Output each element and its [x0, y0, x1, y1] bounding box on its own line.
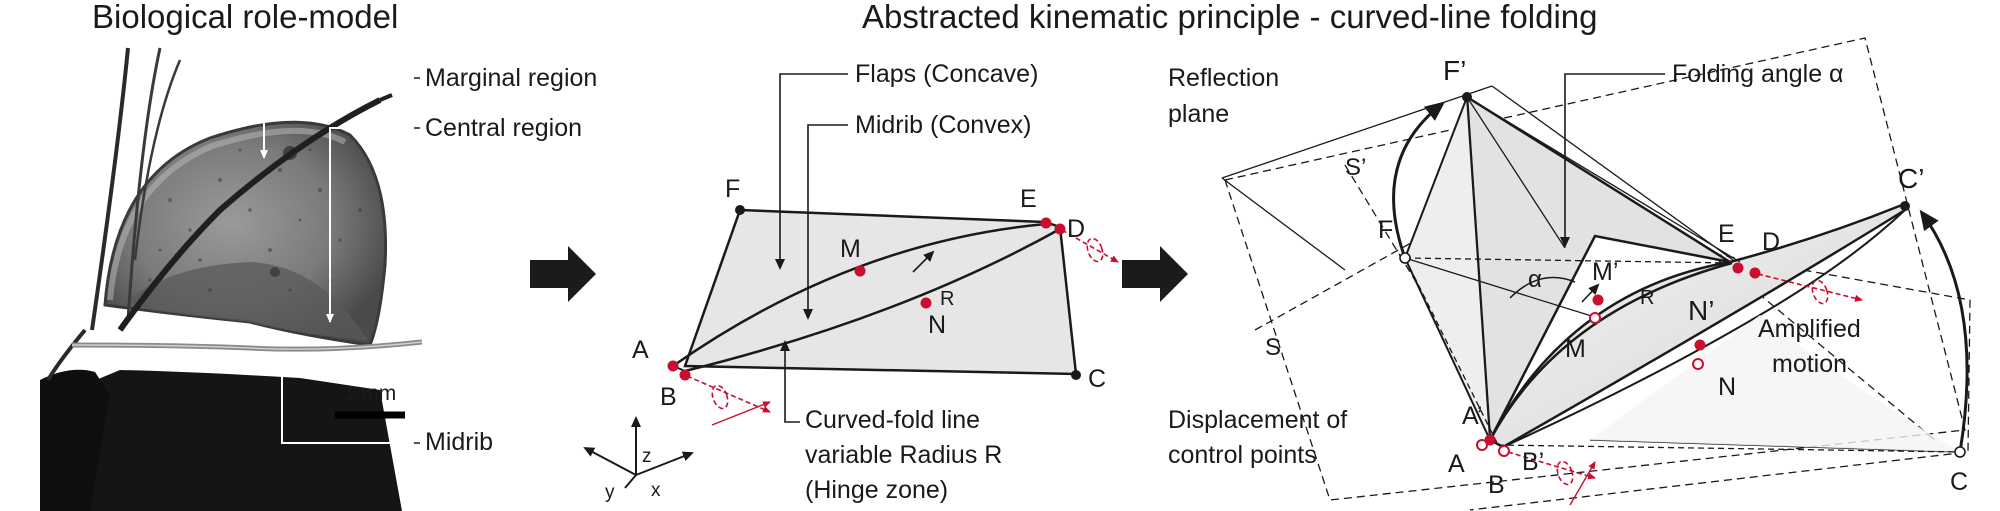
- point-label-d-folded: D: [1762, 228, 1780, 256]
- folded-surfaces: [1403, 94, 1960, 452]
- panel-c-leaders: [1560, 73, 1665, 303]
- rotation-indicators-flat: [686, 229, 1119, 413]
- label-amplified-2: motion: [1772, 350, 1847, 378]
- point-label-r-folded: R: [1640, 287, 1654, 309]
- axis-label-y: y: [605, 482, 615, 503]
- point-label-a-prime: A’: [1462, 402, 1482, 430]
- point-label-d: D: [1067, 215, 1085, 243]
- alpha-arc: [1509, 276, 1576, 299]
- label-marginal-region: Marginal region: [425, 64, 597, 92]
- point-label-f-folded: F: [1378, 216, 1393, 244]
- leaf-photograph: [40, 47, 423, 511]
- point-label-n-folded: N: [1718, 373, 1736, 401]
- title-kinematic-principle: Abstracted kinematic principle - curved-…: [862, 0, 1598, 35]
- label-midrib: Midrib: [425, 428, 493, 456]
- point-label-c-folded: C: [1950, 468, 1968, 496]
- point-label-m: M: [840, 235, 861, 263]
- point-label-n-prime: N’: [1688, 295, 1714, 326]
- point-label-b: B: [660, 383, 677, 411]
- point-label-s: S: [1265, 334, 1281, 361]
- point-f-original: [1399, 252, 1411, 264]
- label-midrib-convex: Midrib (Convex): [855, 111, 1031, 139]
- label-curved-fold-3: (Hinge zone): [805, 476, 948, 504]
- point-f-prime: [1462, 92, 1472, 102]
- label-central-region: Central region: [425, 114, 582, 142]
- point-label-e: E: [1020, 185, 1037, 213]
- label-reflection-1: Reflection: [1168, 64, 1279, 92]
- label-amplified-1: Amplified: [1758, 315, 1861, 343]
- transition-arrow-1: [530, 246, 596, 302]
- panel-a-leaders: [260, 77, 414, 444]
- point-label-b-prime: B’: [1522, 448, 1544, 476]
- point-label-a-folded: A: [1448, 450, 1465, 478]
- motion-arc-f: [1392, 101, 1446, 259]
- original-points-folded: [1476, 312, 1704, 457]
- axis-label-z: z: [642, 446, 652, 467]
- point-label-b-folded: B: [1488, 471, 1505, 499]
- label-curved-fold-2: variable Radius R: [805, 441, 1002, 469]
- radius-label-r: R: [940, 288, 954, 310]
- point-f: [735, 205, 745, 215]
- label-displacement-2: control points: [1168, 441, 1317, 469]
- construction-lines: [1404, 96, 1961, 453]
- label-displacement-1: Displacement of: [1168, 406, 1347, 434]
- scale-bar-label: 1 mm: [344, 382, 397, 405]
- rotation-indicators-folded: [1507, 273, 1863, 486]
- point-c-prime: [1900, 201, 1910, 211]
- point-label-s-prime: S’: [1345, 154, 1366, 181]
- label-reflection-2: plane: [1168, 100, 1229, 128]
- point-c: [1071, 370, 1081, 380]
- flat-pattern: [672, 208, 1078, 376]
- point-label-f-prime: F’: [1443, 55, 1466, 86]
- axis-triad: [583, 416, 694, 489]
- panel-b-leaders: [775, 73, 935, 423]
- transition-arrow-2: [1122, 246, 1188, 302]
- point-label-a: A: [632, 336, 649, 364]
- point-label-n: N: [928, 311, 946, 339]
- control-points-flat: [667, 217, 1066, 381]
- point-label-e-folded: E: [1718, 220, 1735, 248]
- label-flaps: Flaps (Concave): [855, 60, 1038, 88]
- point-c-original: [1954, 446, 1966, 458]
- displacement-arrow-b: [711, 401, 771, 426]
- displacement-arrow-c: [1569, 461, 1596, 506]
- label-curved-fold-1: Curved-fold line: [805, 406, 980, 434]
- point-label-c: C: [1088, 365, 1106, 393]
- axis-label-x: x: [651, 480, 661, 501]
- point-label-m-prime: M’: [1592, 258, 1618, 286]
- point-label-m-folded: M: [1565, 335, 1586, 363]
- motion-arc-c: [1919, 209, 1969, 453]
- point-label-f: F: [725, 175, 740, 203]
- label-folding-angle: Folding angle α: [1672, 60, 1844, 88]
- point-label-c-prime: C’: [1898, 163, 1924, 194]
- title-biological-role-model: Biological role-model: [92, 0, 399, 35]
- point-label-alpha: α: [1528, 266, 1542, 293]
